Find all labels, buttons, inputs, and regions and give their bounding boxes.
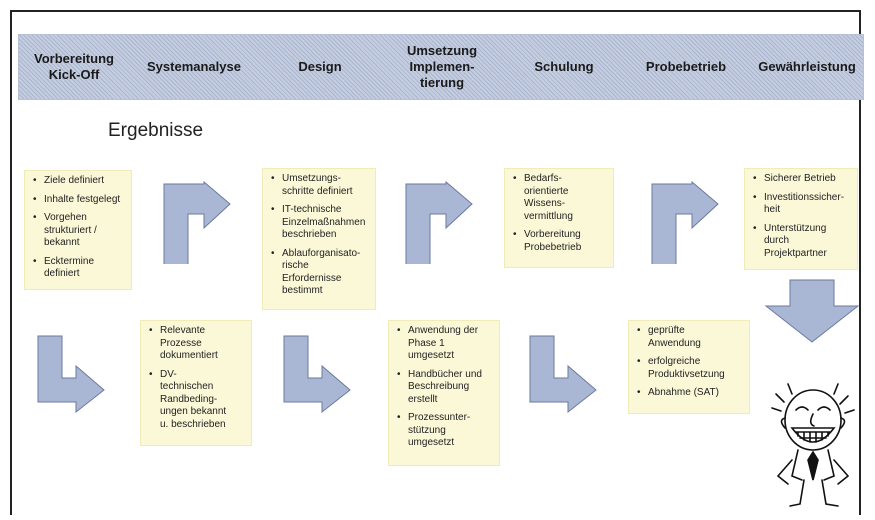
result-item: Sicherer Betrieb — [751, 173, 853, 186]
result-item: Abnahme (SAT) — [635, 387, 745, 400]
result-item: Umsetzungs- schritte definiert — [269, 173, 371, 198]
phase-schulung: Schulung — [534, 59, 594, 74]
result-item: IT-technische Einzelmaßnahmen beschriebe… — [269, 204, 371, 242]
results-probebetrieb: geprüfte Anwendung erfolgreiche Produkti… — [628, 320, 750, 414]
bent-arrow-down-right-icon — [283, 335, 351, 414]
results-schulung: Bedarfs- orientierte Wissens- vermittlun… — [504, 168, 614, 268]
phase-umsetzung: Umsetzung Implemen- tierung — [406, 43, 478, 90]
bent-arrow-up-right-icon — [405, 180, 473, 264]
result-item: Ablauforganisato- rische Erfordernisse b… — [269, 248, 371, 298]
result-item: Prozessunter- stützung umgesetzt — [395, 412, 495, 450]
section-title: Ergebnisse — [108, 120, 204, 141]
results-design: Umsetzungs- schritte definiert IT-techni… — [262, 168, 376, 310]
result-item: Handbücher und Beschreibung erstellt — [395, 369, 495, 407]
result-item: Ecktermine definiert — [31, 256, 127, 281]
result-item: Vorgehen strukturiert / bekannt — [31, 212, 127, 250]
bent-arrow-down-right-icon — [529, 335, 597, 414]
result-item: Relevante Prozesse dokumentiert — [147, 325, 247, 363]
bent-arrow-up-right-icon — [651, 180, 719, 264]
down-arrow-icon — [764, 279, 860, 343]
phase-systemanalyse: Systemanalyse — [147, 59, 241, 74]
result-item: erfolgreiche Produktivsetzung — [635, 356, 745, 381]
result-item: Unterstützung durch Projektpartner — [751, 223, 853, 261]
phase-band — [18, 34, 864, 100]
result-item: Ziele definiert — [31, 175, 127, 188]
results-gewaehrleistung: Sicherer Betrieb Investitionssicher- hei… — [744, 168, 858, 270]
bent-arrow-up-right-icon — [163, 180, 231, 264]
phase-probebetrieb: Probebetrieb — [645, 59, 727, 74]
result-item: Investitionssicher- heit — [751, 192, 853, 217]
result-item: DV- technischen Randbeding- ungen bekann… — [147, 369, 247, 432]
results-vorbereitung: Ziele definiert Inhalte festgelegt Vorge… — [24, 170, 132, 290]
bent-arrow-down-right-icon — [37, 335, 105, 414]
phase-gewaehrleistung: Gewährleistung — [758, 59, 856, 74]
results-umsetzung: Anwendung der Phase 1 umgesetzt Handbüch… — [388, 320, 500, 466]
result-item: Bedarfs- orientierte Wissens- vermittlun… — [511, 173, 609, 223]
result-item: Inhalte festgelegt — [31, 194, 127, 207]
result-item: geprüfte Anwendung — [635, 325, 745, 350]
phase-design: Design — [298, 59, 342, 74]
results-systemanalyse: Relevante Prozesse dokumentiert DV- tech… — [140, 320, 252, 446]
result-item: Vorbereitung Probebetrieb — [511, 229, 609, 254]
result-item: Anwendung der Phase 1 umgesetzt — [395, 325, 495, 363]
phase-vorbereitung: Vorbereitung Kick-Off — [34, 51, 114, 82]
laughing-man-icon — [771, 383, 855, 507]
